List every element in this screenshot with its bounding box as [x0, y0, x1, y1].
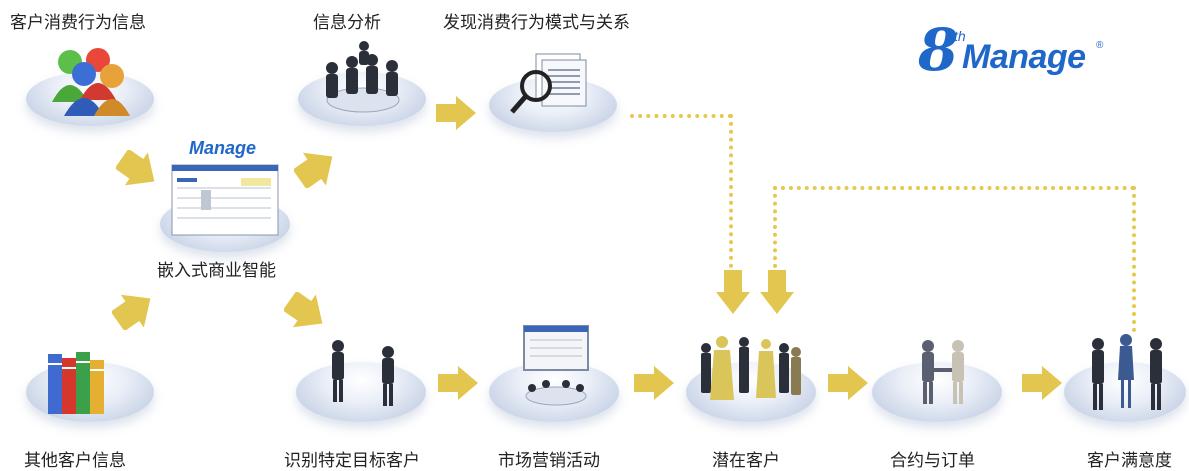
- presentation-icon: [523, 325, 589, 406]
- brand-word: Manage: [962, 38, 1086, 76]
- brand-logo: 8 th Manage ®: [918, 16, 1128, 84]
- disc-identify: [296, 362, 426, 422]
- magnifier-document-icon: [510, 53, 587, 114]
- arrow-marketing-to-potential: [634, 366, 674, 400]
- label-customer-satisfaction: 客户满意度: [1087, 451, 1172, 471]
- arrow-bi-to-analysis: [294, 152, 333, 188]
- dotted-satisfaction-right-vertical: [1132, 186, 1136, 332]
- target-people-icon: [332, 340, 394, 406]
- arrow-potential-to-contract: [828, 366, 868, 400]
- thumbnail-brand: Manage: [189, 138, 257, 158]
- books-icon: [48, 352, 104, 414]
- label-potential-customer: 潜在客户: [712, 451, 780, 471]
- dotted-satisfaction-horizontal: [773, 186, 1135, 190]
- label-marketing-activity: 市场营销活动: [498, 451, 600, 471]
- people-group-icon: [52, 48, 130, 116]
- label-discover-patterns: 发现消费行为模式与关系: [443, 13, 630, 33]
- arrow-down-discover: [716, 270, 750, 314]
- arrow-identify-to-marketing: [438, 366, 478, 400]
- brand-superscript: th: [954, 28, 966, 44]
- dotted-discover-vertical: [729, 114, 733, 268]
- bi-screenshot-thumbnail: Manage: [171, 138, 281, 238]
- arrow-contract-to-satisfaction: [1022, 366, 1062, 400]
- arrow-bi-to-identify: [284, 292, 323, 328]
- brand-number: 8: [918, 16, 959, 84]
- label-contract-order: 合约与订单: [890, 451, 975, 471]
- arrow-down-satisfaction: [760, 270, 794, 314]
- brand-registered: ®: [1096, 40, 1104, 51]
- arrow-analysis-to-discover: [436, 96, 476, 130]
- label-other-customer-info: 其他客户信息: [24, 451, 126, 471]
- customer-crowd-icon: [701, 336, 801, 400]
- dashboard-icon: [171, 164, 279, 236]
- dotted-discover-horizontal: [630, 114, 732, 118]
- label-info-analysis: 信息分析: [313, 13, 381, 33]
- dotted-satisfaction-left-vertical: [773, 186, 777, 268]
- handshake-icon: [922, 340, 964, 404]
- arrow-to-bi: [116, 150, 155, 186]
- meeting-icon: [326, 41, 400, 113]
- arrow-other-to-bi: [112, 294, 151, 330]
- satisfied-customers-icon: [1092, 334, 1162, 410]
- label-identify-target: 识别特定目标客户: [284, 451, 420, 471]
- label-embedded-bi: 嵌入式商业智能: [157, 261, 276, 281]
- label-customer-consumption-info: 客户消费行为信息: [10, 13, 146, 33]
